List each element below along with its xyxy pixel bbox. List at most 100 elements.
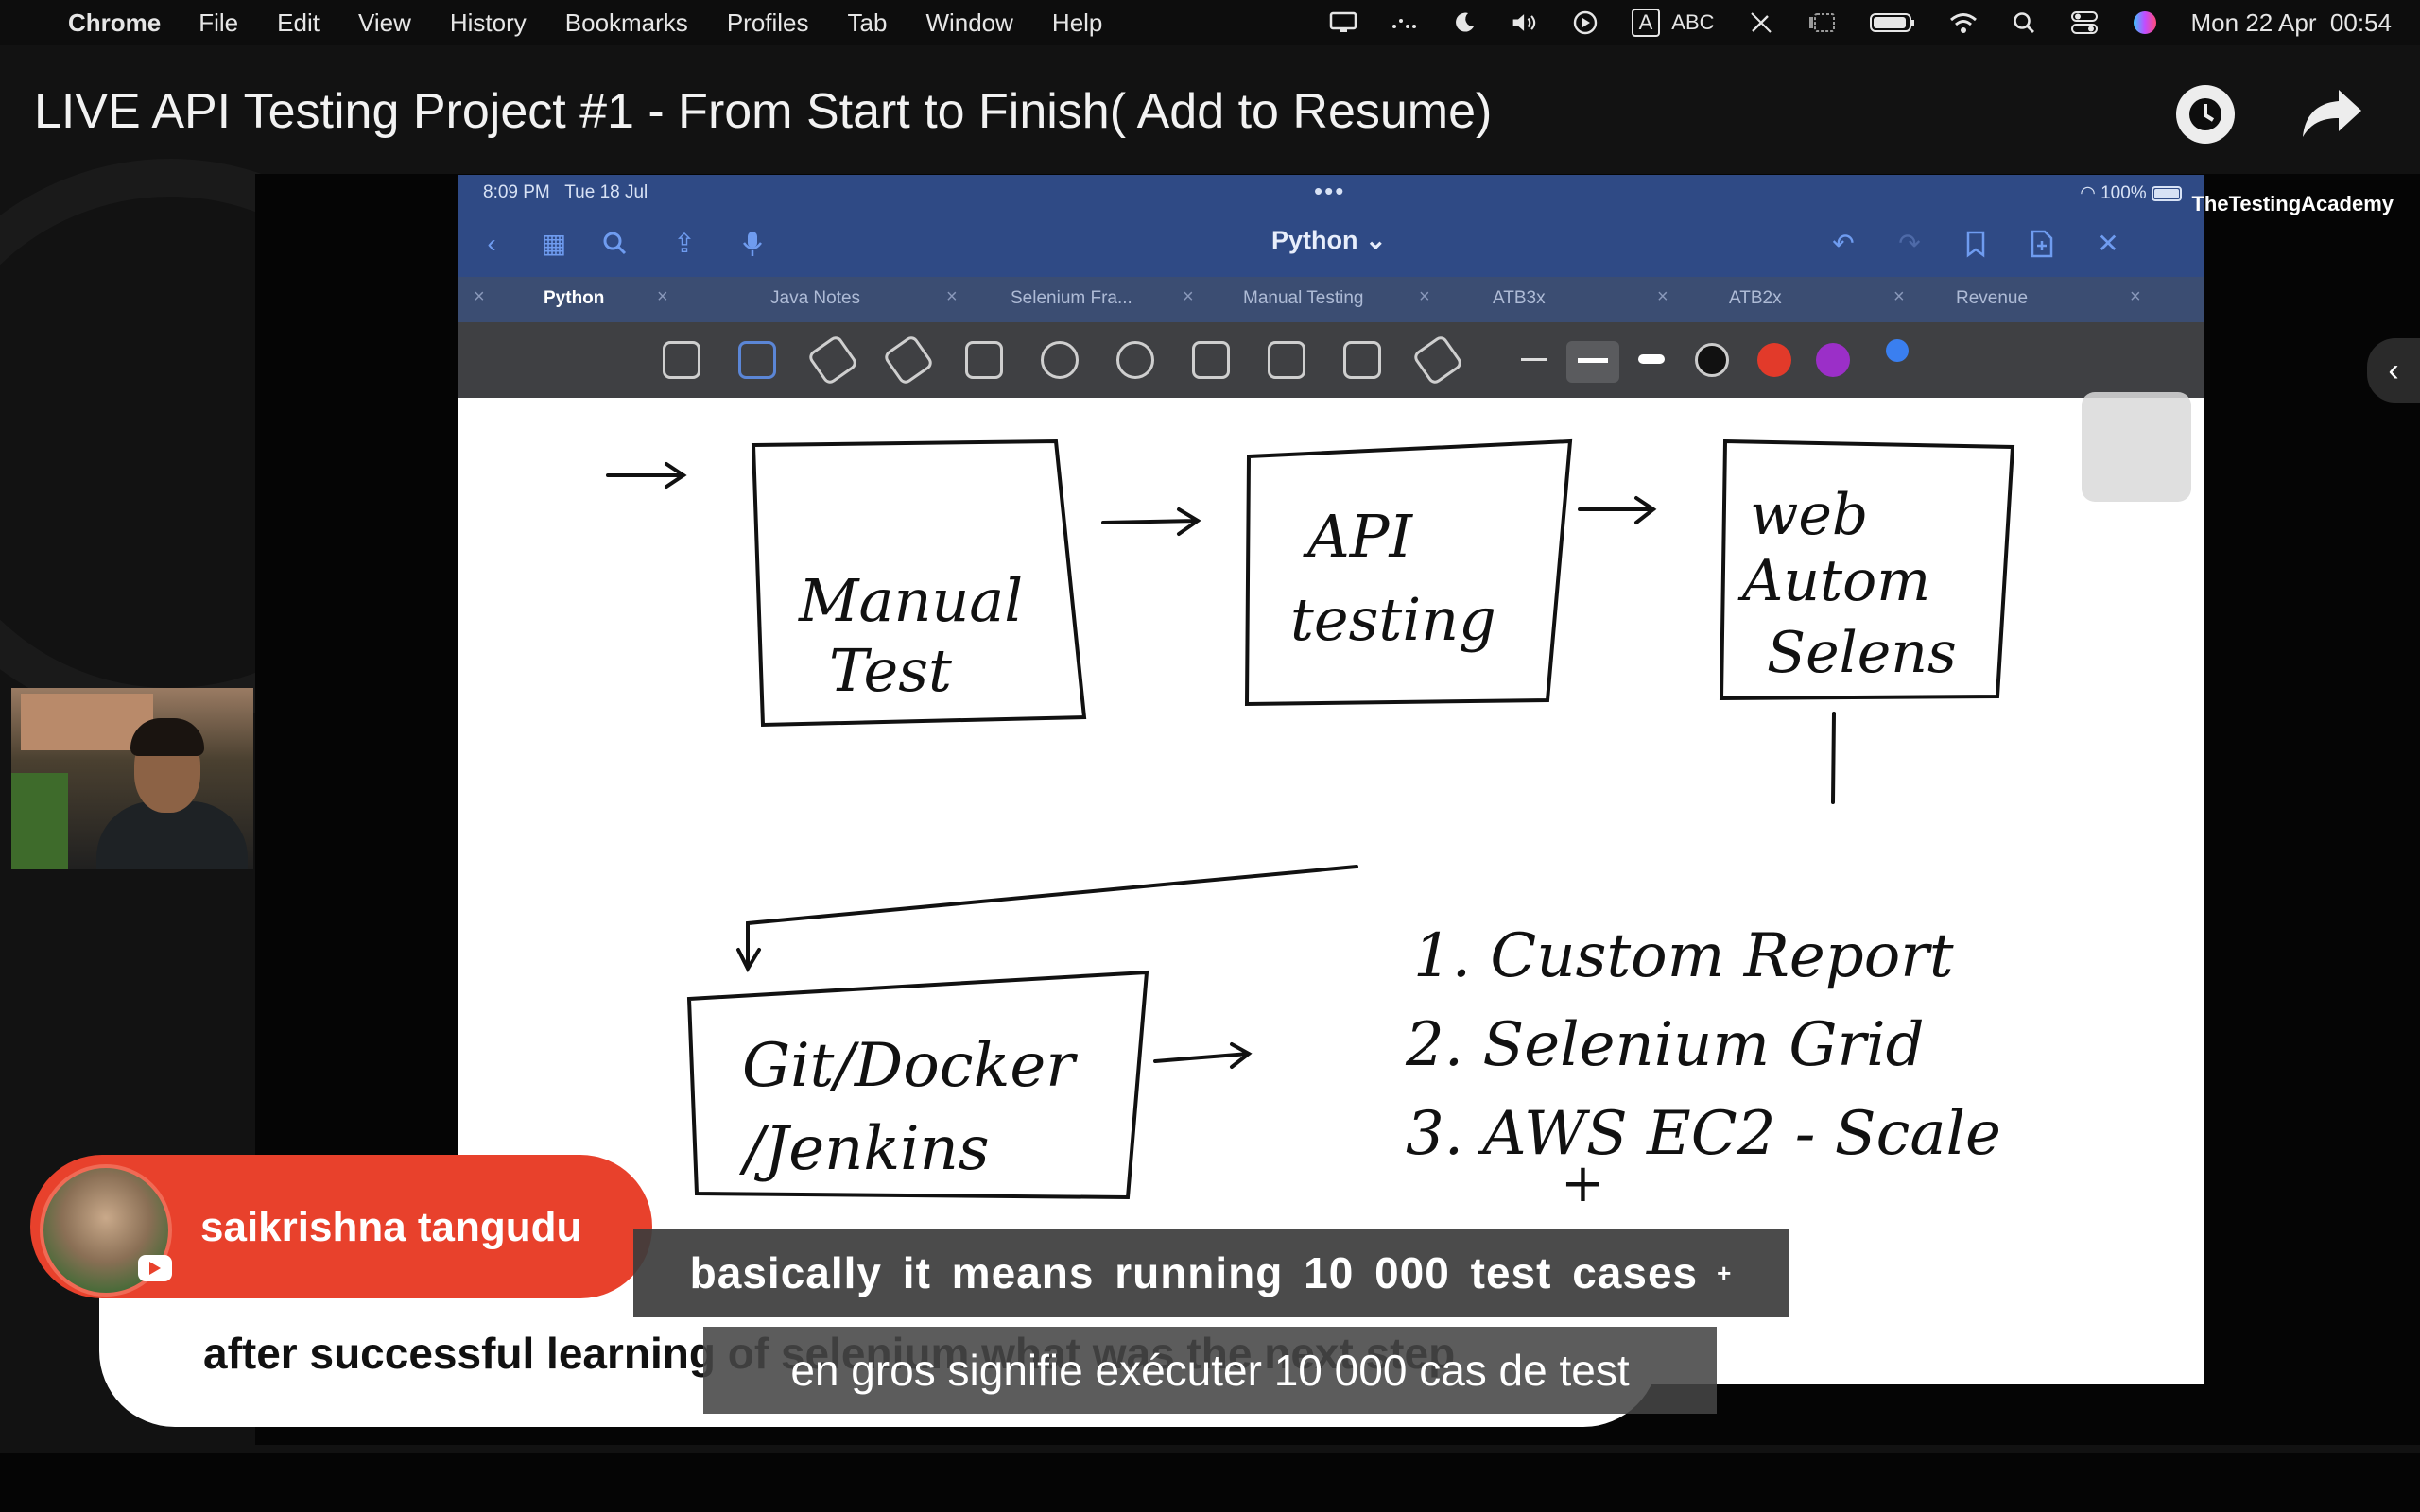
caption-text-primary: basically it means running 10 000 test c… — [689, 1248, 1699, 1297]
image-icon[interactable] — [1192, 341, 1230, 379]
ipad-search-icon[interactable] — [600, 230, 629, 258]
medium-stroke-option[interactable] — [1566, 341, 1619, 383]
share-export-icon[interactable]: ⇪ — [673, 229, 696, 258]
menu-bar: Chrome File Edit View History Bookmarks … — [0, 0, 2420, 45]
list-item-2: 2. Selenium Grid — [1405, 1010, 1925, 1080]
battery-icon[interactable] — [1868, 10, 1917, 35]
multitask-dots: ••• — [1314, 177, 1346, 205]
menu-clock[interactable]: Mon 22 Apr 00:54 — [2190, 8, 2392, 37]
box-manual-line2: Test — [829, 636, 952, 705]
grid-icon[interactable]: ▦ — [541, 229, 567, 258]
tab-close-icon[interactable]: × — [1657, 286, 1668, 307]
menu-window[interactable]: Window — [925, 8, 1013, 37]
box-git-line1: Git/Docker — [742, 1031, 1078, 1101]
menu-history[interactable]: History — [449, 8, 527, 37]
tab-selenium[interactable]: Selenium Fra... — [1011, 288, 1132, 308]
brand-watermark: TheTestingAcademy — [2191, 192, 2394, 215]
caption-plus-icon[interactable]: + — [1717, 1258, 1733, 1287]
webcam-plant — [11, 773, 68, 869]
menu-bookmarks[interactable]: Bookmarks — [564, 8, 688, 37]
highlighter-icon[interactable] — [882, 334, 935, 387]
menu-help[interactable]: Help — [1051, 8, 1103, 37]
back-icon[interactable]: ‹ — [487, 229, 496, 258]
menu-view[interactable]: View — [357, 8, 411, 37]
keyboard-icon[interactable] — [1268, 341, 1305, 379]
tab-close-icon[interactable]: × — [1893, 286, 1905, 307]
thick-stroke-option[interactable] — [1638, 354, 1665, 364]
moon-icon[interactable] — [1450, 10, 1478, 35]
ipad-tab-bar: × Python × Java Notes × Selenium Fra... … — [458, 277, 2204, 322]
tab-close-icon[interactable]: × — [657, 286, 668, 307]
wifi-icon[interactable] — [1949, 10, 1978, 35]
add-page-icon[interactable] — [2028, 230, 2056, 258]
close-edit-icon[interactable]: ✕ — [2097, 229, 2119, 258]
stage-manager-icon[interactable] — [1807, 10, 1836, 35]
box-git-line2: /Jenkins — [738, 1114, 990, 1184]
tab-python[interactable]: Python — [544, 288, 605, 308]
color-black-swatch[interactable] — [1695, 343, 1729, 377]
bookmark-icon[interactable] — [1962, 230, 1990, 258]
ipad-screen: 8:09 PM Tue 18 Jul ••• ◠ 100% ‹ ▦ ⇪ Pyth… — [458, 175, 2394, 1384]
caption-line-primary[interactable]: basically it means running 10 000 test c… — [633, 1228, 1789, 1317]
menu-profiles[interactable]: Profiles — [726, 8, 809, 37]
tab-atb2x[interactable]: ATB2x — [1729, 288, 1782, 308]
tab-close-icon[interactable]: × — [1419, 286, 1430, 307]
side-panel-toggle-icon[interactable]: ‹ — [2367, 338, 2420, 403]
search-icon[interactable] — [2010, 10, 2038, 35]
tab-close-icon[interactable]: × — [2130, 286, 2141, 307]
note-canvas[interactable]: Manual Test API testing web Autom Selens… — [458, 398, 2204, 1384]
pen-off-icon[interactable] — [1747, 10, 1775, 35]
tab-java-notes[interactable]: Java Notes — [770, 288, 861, 308]
laser-pointer-icon[interactable] — [1411, 334, 1464, 387]
tab-close-icon[interactable]: × — [946, 286, 958, 307]
box-manual-line1: Manual — [798, 566, 1023, 635]
list-plus-mark: + — [1561, 1153, 1605, 1214]
tab-atb3x[interactable]: ATB3x — [1493, 288, 1546, 308]
floating-camera-bubble[interactable] — [2082, 392, 2191, 502]
siri-icon[interactable] — [2131, 10, 2159, 35]
share-icon[interactable] — [2301, 86, 2363, 144]
sticker-icon[interactable] — [1116, 341, 1154, 379]
lasso-select-icon[interactable] — [663, 341, 700, 379]
ipad-battery: ◠ 100% — [2080, 182, 2186, 204]
list-item-1: 1. Custom Report — [1413, 921, 1954, 991]
shapes-icon[interactable] — [965, 341, 1003, 379]
dots-icon[interactable] — [1390, 10, 1418, 35]
add-color-icon[interactable] — [1886, 339, 1909, 362]
redo-icon[interactable]: ↷ — [1898, 229, 1921, 258]
text-box-icon[interactable] — [1343, 341, 1381, 379]
volume-icon[interactable] — [1511, 10, 1539, 35]
watch-later-icon[interactable] — [2176, 85, 2235, 144]
control-center-icon[interactable] — [2070, 10, 2099, 35]
eraser-icon[interactable] — [806, 334, 859, 387]
menu-app-name[interactable]: Chrome — [68, 8, 162, 37]
list-item-3: 3. AWS EC2 - Scale — [1406, 1099, 2001, 1169]
display-icon[interactable] — [1329, 10, 1357, 35]
lasso-icon[interactable] — [1041, 341, 1079, 379]
webcam-presenter-hair — [130, 718, 204, 756]
tab-manual-testing[interactable]: Manual Testing — [1243, 288, 1364, 308]
play-circle-icon[interactable] — [1571, 10, 1599, 35]
menu-edit[interactable]: Edit — [277, 8, 320, 37]
microphone-icon[interactable] — [738, 230, 767, 258]
undo-icon[interactable]: ↶ — [1832, 229, 1855, 258]
color-red-swatch[interactable] — [1757, 343, 1791, 377]
video-title[interactable]: LIVE API Testing Project #1 - From Start… — [34, 84, 1493, 139]
box-web-line3: Selens — [1767, 620, 1957, 686]
menu-file[interactable]: File — [199, 8, 239, 37]
box-api-line1: API — [1303, 502, 1413, 571]
menu-tab[interactable]: Tab — [847, 8, 888, 37]
tab-close-icon[interactable]: × — [1183, 286, 1194, 307]
tab-revenue[interactable]: Revenue — [1956, 288, 2029, 308]
color-purple-swatch[interactable] — [1816, 343, 1850, 377]
player-bottom-bar — [0, 1453, 2420, 1512]
ipad-battery-label: 100% — [2100, 183, 2147, 203]
chat-author-name: saikrishna tangudu — [200, 1204, 582, 1250]
pen-tool-icon[interactable] — [738, 341, 776, 379]
caption-line-translation[interactable]: en gros signifie exécuter 10 000 cas de … — [703, 1327, 1717, 1414]
thin-stroke-option[interactable] — [1521, 358, 1547, 361]
notebook-title[interactable]: Python ⌄ — [1271, 226, 1387, 254]
ipad-nav-bar: ‹ ▦ ⇪ Python ⌄ ↶ ↷ ✕ — [458, 213, 2204, 277]
tab-close-icon[interactable]: × — [474, 286, 485, 307]
